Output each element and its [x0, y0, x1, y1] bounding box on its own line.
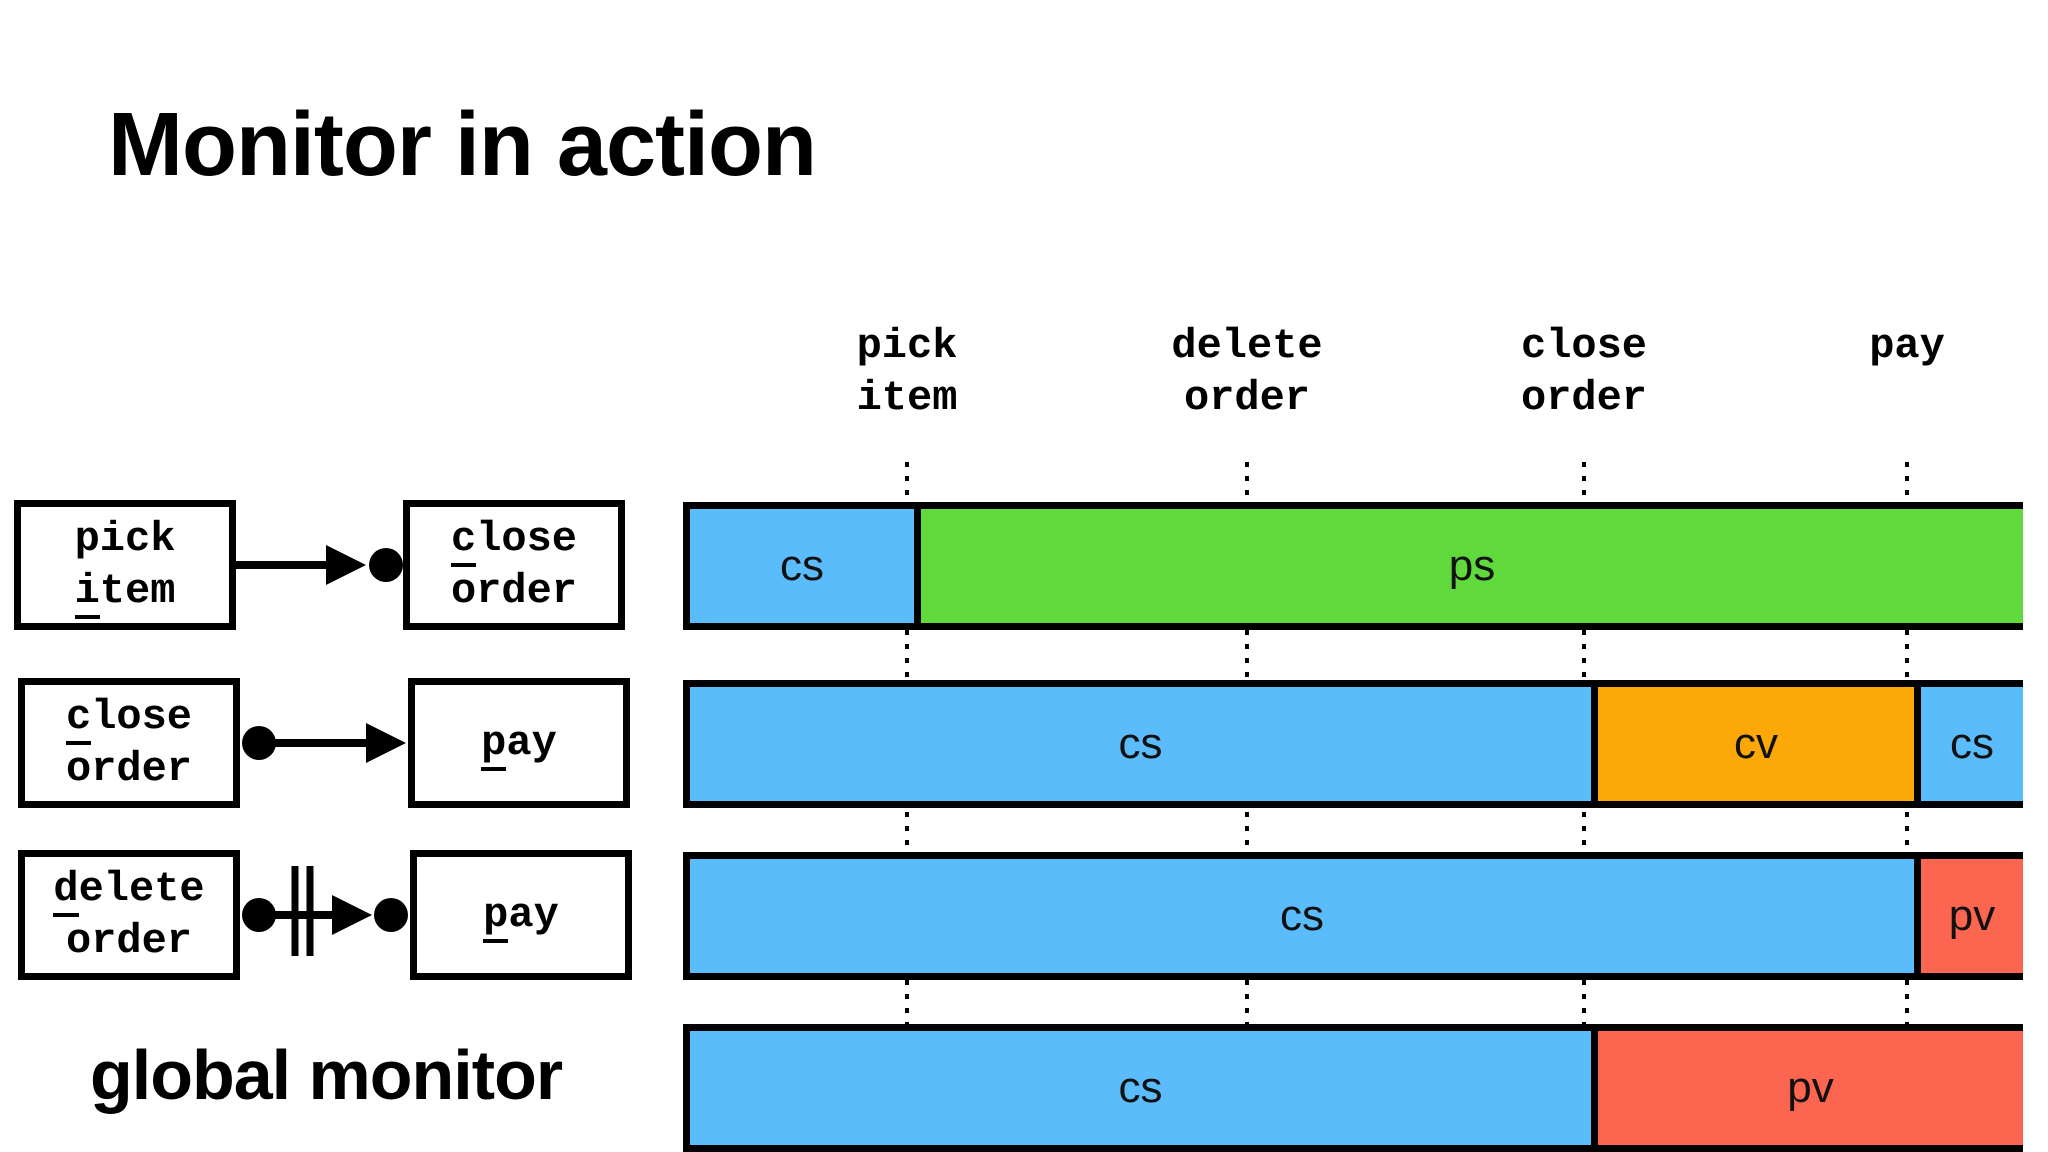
- timeline-segment: cs: [690, 1031, 1591, 1145]
- timeline-segment: cs: [1914, 687, 2023, 801]
- timeline-pick-close: cs ps: [683, 502, 2023, 630]
- not-coexistence-arrow-icon: [242, 866, 408, 956]
- timeline-segment: cs: [690, 509, 914, 623]
- timeline-segment: ps: [914, 509, 2023, 623]
- timeline-segment: pv: [1591, 1031, 2023, 1145]
- precedence-arrow-icon: [242, 723, 406, 763]
- timeline-global: cs pv: [683, 1024, 2023, 1152]
- global-monitor-label: global monitor: [90, 1036, 563, 1114]
- timeline-segment: pv: [1914, 859, 2023, 973]
- timeline-segment: cs: [690, 859, 1914, 973]
- page-title: Monitor in action: [108, 95, 817, 195]
- timeline-segment: cs: [690, 687, 1591, 801]
- timeline-segment: cv: [1591, 687, 1914, 801]
- rule2-right-box: pay: [408, 678, 630, 808]
- event-label-pay: pay: [1869, 322, 1945, 370]
- rule3-right-box: pay: [410, 850, 632, 980]
- response-arrow-icon: [236, 545, 403, 585]
- timeline-close-pay: cs cv cs: [683, 680, 2023, 808]
- timeline-delete-pay: cs pv: [683, 852, 2023, 980]
